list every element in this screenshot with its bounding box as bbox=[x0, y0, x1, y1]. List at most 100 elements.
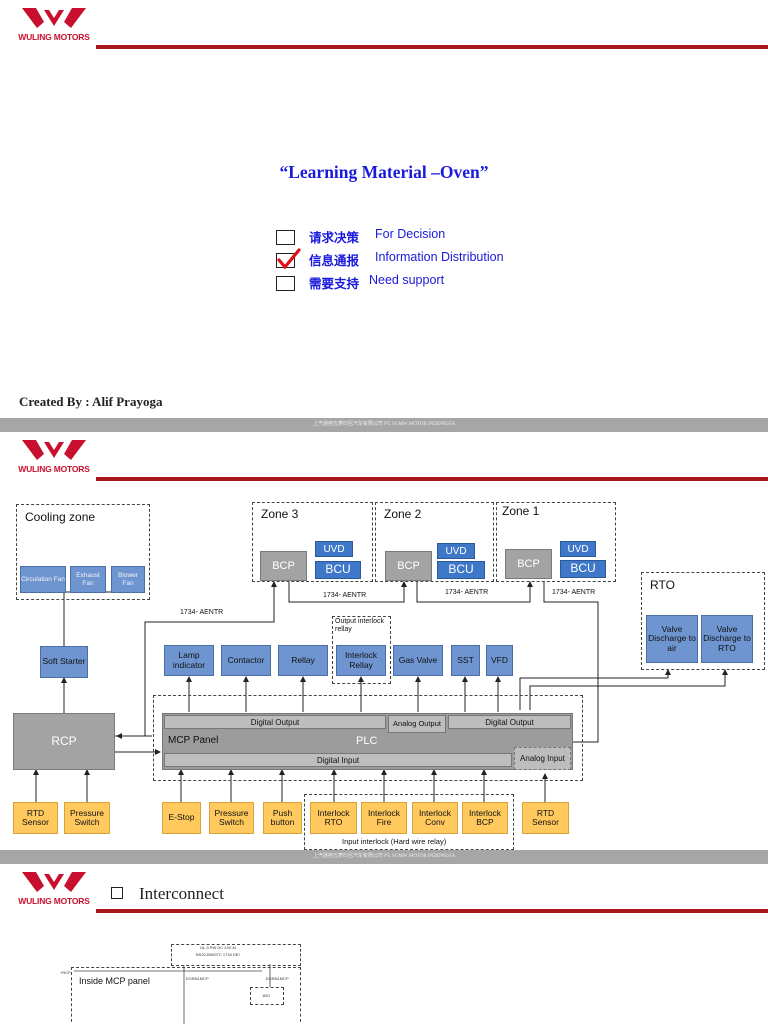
rto-group bbox=[641, 572, 765, 670]
circulation-fan[interactable]: Circulation Fan bbox=[20, 566, 66, 593]
interlock-rto[interactable]: Interlock RTO bbox=[310, 802, 357, 834]
wuling-diamond-icon bbox=[22, 440, 86, 460]
mcp-panel-group bbox=[153, 695, 583, 781]
tiny-label: +RCP bbox=[60, 970, 71, 975]
slide-interconnect: WULING MOTORS Interconnect UL-3 PW DC 24… bbox=[0, 864, 768, 1024]
zone-2-uvd[interactable]: UVD bbox=[437, 543, 475, 559]
wuling-logo: WULING MOTORS bbox=[14, 4, 94, 44]
output-contactor[interactable]: Contactor bbox=[221, 645, 271, 676]
output-gas-valve[interactable]: Gas Valve bbox=[393, 645, 443, 676]
tiny-label: UL-3 PW DC 24V AI bbox=[200, 945, 237, 950]
mcp-panel-label: MCP Panel bbox=[168, 735, 219, 746]
option-cn-for-decision: 请求决策 bbox=[309, 230, 360, 245]
footer-bar: 上汽通用五菱印尼汽车有限公司 PT. SGMW MOTOR INDONESIA bbox=[0, 850, 768, 864]
network-label: 1734- AENTR bbox=[323, 592, 367, 599]
interlock-bcp[interactable]: Interlock BCP bbox=[462, 802, 508, 834]
zone-1-label: Zone 1 bbox=[502, 504, 540, 518]
output-vfd[interactable]: VFD bbox=[486, 645, 513, 676]
footer-bar: 上汽通用五菱印尼汽车有限公司 PT. SGMW MOTOR INDONESIA bbox=[0, 418, 768, 432]
module-group-top bbox=[171, 944, 301, 966]
zone-1-bcu[interactable]: BCU bbox=[560, 560, 606, 578]
option-cn-information: 信息通报 bbox=[309, 253, 360, 268]
blower-fan[interactable]: Blower Fan bbox=[111, 566, 145, 593]
wuling-diamond-icon bbox=[22, 8, 86, 28]
zone-2-label: Zone 2 bbox=[384, 507, 422, 521]
module-1bo bbox=[250, 987, 284, 1005]
output-rellay[interactable]: Rellay bbox=[278, 645, 328, 676]
output-interlock-group bbox=[332, 616, 391, 684]
zone-3-group bbox=[252, 502, 373, 582]
created-by: Created By : Alif Prayoga bbox=[19, 394, 163, 409]
zone-2-bcu[interactable]: BCU bbox=[437, 561, 485, 579]
option-en-need-support: Need support bbox=[369, 273, 445, 287]
network-label: 1734- AENTR bbox=[445, 589, 489, 596]
interconnect-wires bbox=[74, 964, 271, 1024]
mcp-input-pressure-switch[interactable]: Pressure Switch bbox=[209, 802, 254, 834]
zone-1-group bbox=[496, 502, 616, 582]
rto-label: RTO bbox=[650, 578, 675, 592]
wuling-logo: WULING MOTORS bbox=[14, 436, 94, 476]
output-interlock-rellay[interactable]: Interlock Rellay bbox=[336, 645, 386, 676]
tiny-label: 1BO bbox=[262, 993, 271, 998]
network-label: 1734- AENTR bbox=[552, 589, 596, 596]
wuling-logo: WULING MOTORS bbox=[14, 868, 94, 908]
zone-3-bcu[interactable]: BCU bbox=[315, 561, 361, 579]
inside-mcp-label: Inside MCP panel bbox=[79, 976, 150, 986]
mcp-input-estop[interactable]: E-Stop bbox=[162, 802, 201, 834]
logo-wordmark: WULING MOTORS bbox=[18, 896, 90, 906]
zone-1-bcp[interactable]: BCP bbox=[505, 549, 552, 579]
checkbox-need-support[interactable] bbox=[276, 276, 295, 291]
analog-output[interactable]: Analog Output bbox=[388, 715, 446, 733]
digital-input[interactable]: Digital Input bbox=[164, 753, 512, 767]
header-rule bbox=[96, 909, 768, 913]
bullet-square-icon bbox=[111, 887, 123, 899]
input-interlock-label: Input interlock (Hard wire relay) bbox=[342, 837, 447, 846]
mcp-input-push-button[interactable]: Push button bbox=[263, 802, 302, 834]
wuling-diamond-icon bbox=[22, 872, 86, 892]
rcp-input-rtd-sensor[interactable]: RTD Sensor bbox=[13, 802, 58, 834]
option-en-information: Information Distribution bbox=[375, 250, 504, 264]
option-en-for-decision: For Decision bbox=[375, 227, 446, 241]
output-lamp-indicator[interactable]: Lamp indicator bbox=[164, 645, 214, 676]
checkbox-information-distribution[interactable] bbox=[276, 248, 301, 270]
tiny-label: EGRN1MCP bbox=[266, 976, 289, 981]
section-heading: Interconnect bbox=[139, 884, 224, 903]
cooling-zone-label: Cooling zone bbox=[25, 510, 96, 524]
option-cn-need-support: 需要支持 bbox=[309, 276, 360, 291]
output-sst[interactable]: SST bbox=[451, 645, 480, 676]
valve-discharge-to-air[interactable]: Valve Discharge to air bbox=[646, 615, 698, 663]
zone-3-uvd[interactable]: UVD bbox=[315, 541, 353, 557]
digital-output-left[interactable]: Digital Output bbox=[164, 715, 386, 729]
output-interlock-label: Output interlock rellay bbox=[335, 618, 385, 634]
valve-discharge-to-rto[interactable]: Valve Discharge to RTO bbox=[701, 615, 753, 663]
zone-3-label: Zone 3 bbox=[261, 507, 299, 521]
analog-input[interactable]: Analog Input bbox=[514, 747, 571, 770]
header-rule bbox=[96, 45, 768, 49]
input-interlock-group bbox=[304, 794, 514, 850]
slide-cover: WULING MOTORS “Learning Material –Oven” … bbox=[0, 0, 768, 432]
digital-output-right[interactable]: Digital Output bbox=[448, 715, 571, 729]
zone-3-bcp[interactable]: BCP bbox=[260, 551, 307, 581]
rcp-panel[interactable]: RCP bbox=[13, 713, 115, 770]
inside-mcp-panel-group bbox=[71, 967, 301, 1024]
zone-2-bcp[interactable]: BCP bbox=[385, 551, 432, 581]
slide-diagram: WULING MOTORS bbox=[0, 432, 768, 864]
interlock-fire[interactable]: Interlock Fire bbox=[361, 802, 407, 834]
cooling-zone-group bbox=[16, 504, 150, 600]
exhaust-fan[interactable]: Exhaust Fan bbox=[70, 566, 106, 593]
plc-label: PLC bbox=[356, 735, 378, 747]
rcp-input-pressure-switch[interactable]: Pressure Switch bbox=[64, 802, 110, 834]
network-label: 1734- AENTR bbox=[180, 609, 224, 616]
interlock-conv[interactable]: Interlock Conv bbox=[412, 802, 458, 834]
logo-wordmark: WULING MOTORS bbox=[18, 464, 90, 474]
zone-1-uvd[interactable]: UVD bbox=[560, 541, 596, 557]
rtd-sensor-analog[interactable]: RTD Sensor bbox=[522, 802, 569, 834]
logo-wordmark: WULING MOTORS bbox=[18, 32, 90, 42]
checkmark-icon bbox=[277, 248, 301, 270]
tiny-label: EGRN1MCP bbox=[186, 976, 209, 981]
zone-2-group bbox=[375, 502, 494, 582]
header-rule bbox=[96, 477, 768, 481]
checkbox-for-decision[interactable] bbox=[276, 230, 295, 245]
soft-starter[interactable]: Soft Starter bbox=[40, 646, 88, 678]
tiny-label: BS20-B000TC 1734 DEI bbox=[196, 952, 240, 957]
